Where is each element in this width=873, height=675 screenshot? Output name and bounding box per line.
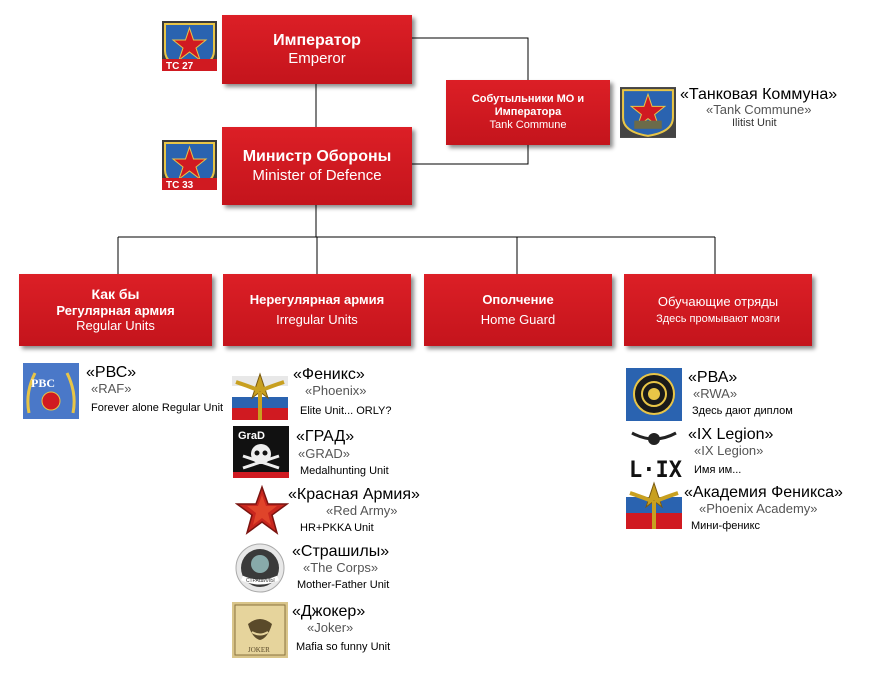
joker-subtitle: «Joker» <box>307 620 354 635</box>
companions-box: Собутыльники МО и Императора Tank Commun… <box>446 80 610 145</box>
regular-line2: Регулярная армия <box>56 302 175 318</box>
regular-subtitle: Regular Units <box>76 318 155 334</box>
rvs-subtitle: «RAF» <box>91 381 132 396</box>
joker-desc: Mafia so funny Unit <box>296 641 391 653</box>
training-title: Обучающие отряды <box>657 293 779 309</box>
emperor-title: Император <box>273 31 361 49</box>
grad-title: «ГРАД» <box>296 428 355 445</box>
corps-desc: Mother-Father Unit <box>297 579 390 591</box>
home-guard-box: Ополчение Home Guard <box>424 274 612 346</box>
phoenix-subtitle: «Phoenix» <box>305 383 367 398</box>
phoenix-title: «Феникс» <box>293 366 365 383</box>
red-army-logo-icon <box>235 485 289 535</box>
companions-line1: Собутыльники МО и <box>471 92 585 105</box>
svg-text:JOKER: JOKER <box>248 646 270 654</box>
ix-legion-subtitle: «IX Legion» <box>694 443 764 458</box>
emperor-subtitle: Emperor <box>288 50 346 68</box>
irregular-units-box: Нерегулярная армия Irregular Units <box>223 274 411 346</box>
red-army-title: «Красная Армия» <box>288 486 420 503</box>
corps-logo-icon: СТРАШИЛЫ <box>232 542 288 594</box>
training-units-box: Обучающие отряды Здесь промывают мозги <box>624 274 812 346</box>
phoenix-desc: Elite Unit... ORLY? <box>300 405 392 417</box>
rva-logo-icon <box>626 368 682 421</box>
militia-subtitle: Home Guard <box>480 312 556 327</box>
companions-line2: Императора <box>494 105 562 118</box>
rva-title: «РВА» <box>688 369 738 386</box>
ix-legion-desc: Имя им... <box>694 464 742 476</box>
ix-legion-logo-icon: L·IX <box>626 425 682 481</box>
tank-commune-desc: Ilitist Unit <box>732 117 777 129</box>
grad-subtitle: «GRAD» <box>298 446 351 461</box>
red-army-subtitle: «Red Army» <box>326 503 398 518</box>
rvs-desc: Forever alone Regular Unit <box>91 402 224 414</box>
tc27-badge-icon: TC 27 <box>162 21 217 71</box>
irregular-subtitle: Irregular Units <box>276 312 358 327</box>
training-subtitle: Здесь промывают мозги <box>656 313 780 326</box>
tank-commune-title: «Танковая Коммуна» <box>680 86 838 103</box>
regular-units-box: Как бы Регулярная армия Regular Units <box>19 274 212 346</box>
rvs-title: «РВС» <box>86 364 137 381</box>
phoenix-academy-logo-icon <box>626 481 682 529</box>
tank-commune-subtitle: «Tank Commune» <box>706 102 812 117</box>
joker-logo-icon: JOKER <box>232 602 288 658</box>
phoenix-academy-desc: Мини-феникс <box>691 520 761 532</box>
phoenix-academy-subtitle: «Phoenix Academy» <box>699 501 818 516</box>
tank-commune-badge-icon <box>620 86 676 139</box>
svg-text:TC 33: TC 33 <box>166 180 194 190</box>
grad-desc: Medalhunting Unit <box>300 465 389 477</box>
phoenix-logo-icon <box>232 368 288 420</box>
svg-text:GraD: GraD <box>238 430 265 442</box>
tc33-badge-icon: TC 33 <box>162 140 217 190</box>
corps-title: «Страшилы» <box>292 543 390 560</box>
svg-text:L·IX: L·IX <box>629 458 682 481</box>
red-army-desc: HR+PKKA Unit <box>300 522 374 534</box>
minister-title: Министр Обороны <box>242 148 392 166</box>
rva-subtitle: «RWA» <box>693 386 738 401</box>
minister-box: Министр Обороны Minister of Defence <box>222 127 412 205</box>
regular-line1: Как бы <box>91 286 140 302</box>
irregular-title: Нерегулярная армия <box>249 292 385 308</box>
ix-legion-title: «IX Legion» <box>688 426 774 443</box>
joker-title: «Джокер» <box>292 603 366 620</box>
svg-text:РВС: РВС <box>31 376 55 390</box>
svg-text:СТРАШИЛЫ: СТРАШИЛЫ <box>246 578 275 584</box>
phoenix-academy-title: «Академия Феникса» <box>684 484 843 501</box>
militia-title: Ополчение <box>482 292 554 308</box>
minister-subtitle: Minister of Defence <box>252 166 382 184</box>
grad-logo-icon: GraD <box>233 426 289 478</box>
companions-subtitle: Tank Commune <box>489 119 567 132</box>
corps-subtitle: «The Corps» <box>303 560 379 575</box>
rvs-logo-icon: РВС <box>23 363 79 419</box>
svg-text:TC 27: TC 27 <box>166 61 194 71</box>
emperor-box: Император Emperor <box>222 15 412 84</box>
rva-desc: Здесь дают диплом <box>692 405 793 417</box>
